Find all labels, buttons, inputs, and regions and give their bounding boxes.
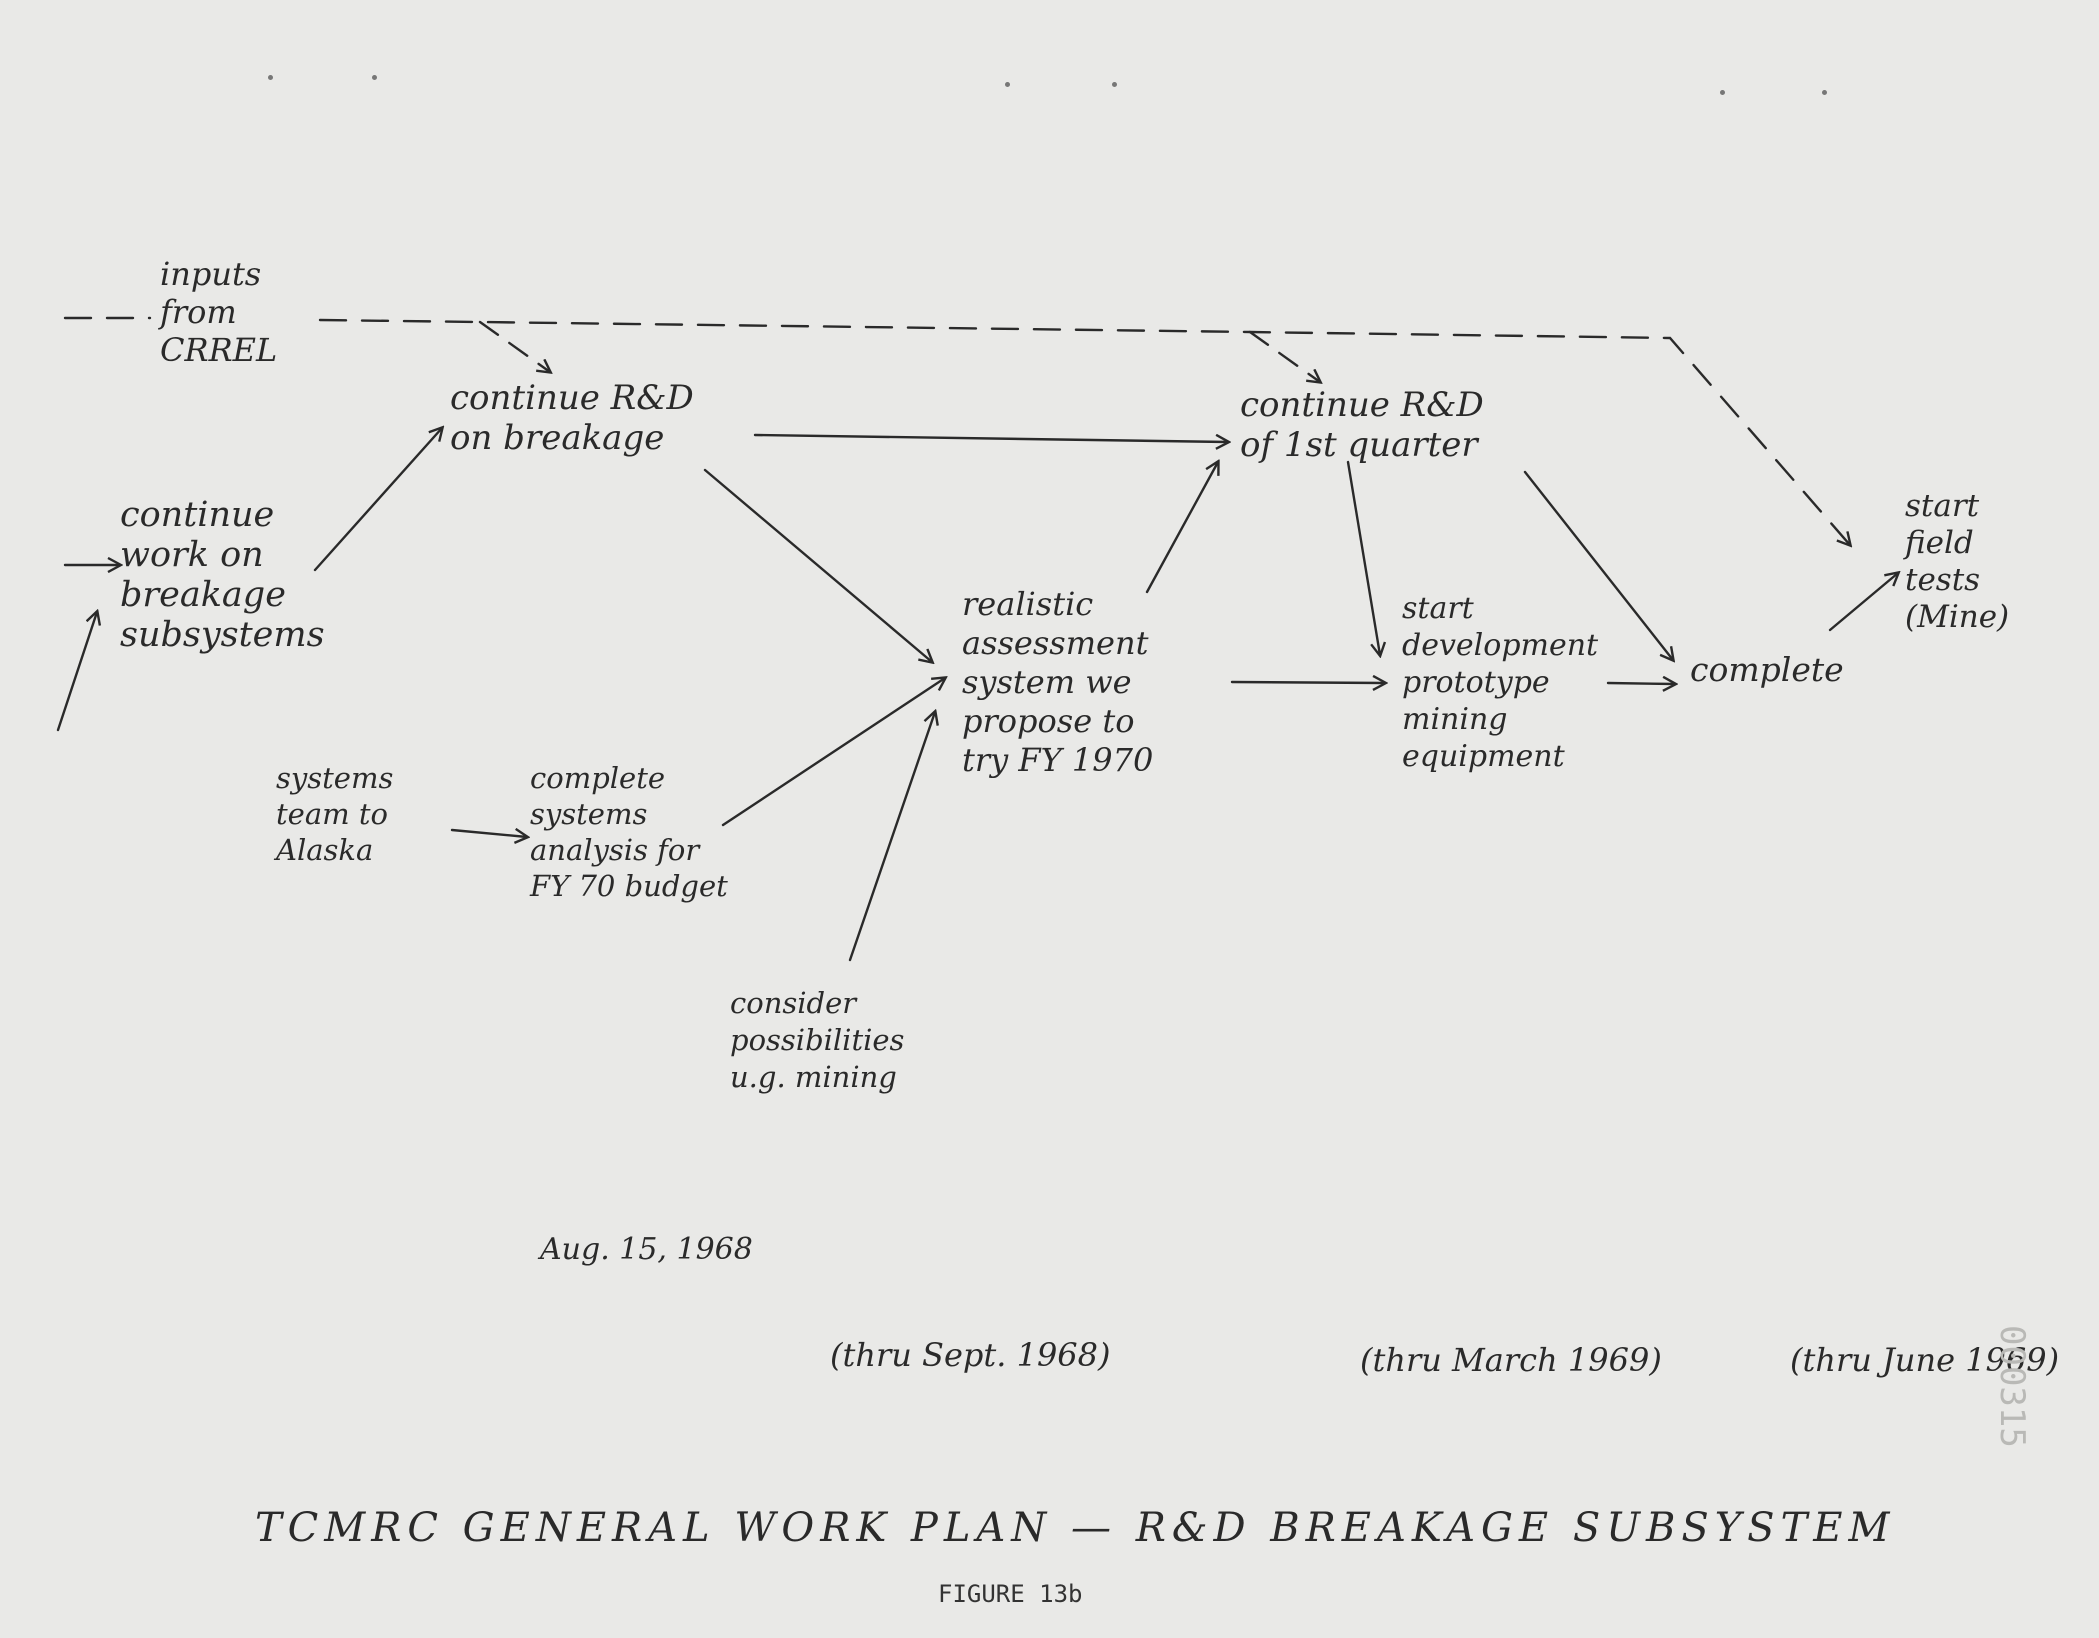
node-line: continue R&D xyxy=(450,378,694,418)
node-line: complete xyxy=(530,761,666,795)
edge-crrel-dashed-main xyxy=(63,316,1850,545)
page-title: TCMRC GENERAL WORK PLAN — R&D BREAKAGE S… xyxy=(255,1505,1896,1551)
node-line: from xyxy=(160,293,237,331)
node-line: mining xyxy=(1402,702,1508,737)
node-consider-possibilities: consider possibilities u.g. mining xyxy=(730,985,904,1096)
period-label: (thru March 1969) xyxy=(1360,1341,1662,1379)
node-line: (Mine) xyxy=(1905,599,2010,635)
node-line: start xyxy=(1402,591,1474,626)
node-line: on breakage xyxy=(450,418,665,458)
node-realistic-assessment: realistic assessment system we propose t… xyxy=(962,585,1153,780)
punch-mark xyxy=(1005,82,1010,87)
node-systems-team-to-alaska: systems team to Alaska xyxy=(276,760,393,868)
node-line: of 1st quarter xyxy=(1240,425,1478,465)
node-line: consider xyxy=(730,986,857,1020)
punch-mark xyxy=(268,75,273,80)
node-line: breakage xyxy=(120,575,286,615)
node-line: subsystems xyxy=(120,615,325,655)
node-complete: complete xyxy=(1690,650,1844,690)
node-line: systems xyxy=(276,761,394,795)
punch-mark xyxy=(1720,90,1725,95)
punch-mark xyxy=(1112,82,1117,87)
node-complete-systems-analysis: complete systems analysis for FY 70 budg… xyxy=(530,760,728,904)
node-line: realistic xyxy=(962,585,1094,623)
node-line: continue xyxy=(120,495,275,535)
edge-rd-1st-to-complete xyxy=(1523,470,1673,660)
node-continue-rd-on-breakage: continue R&D on breakage xyxy=(450,378,694,458)
node-start-development-prototype: start development prototype mining equip… xyxy=(1402,590,1598,775)
node-line: team to xyxy=(276,797,388,831)
node-line: u.g. mining xyxy=(730,1060,897,1094)
node-line: propose to xyxy=(962,702,1135,740)
archive-stamp-number: 000315 xyxy=(1992,1325,2032,1448)
period-label: (thru June 1969) xyxy=(1790,1341,2060,1379)
node-line: system we xyxy=(962,663,1132,701)
edge-rd-1st-to-development xyxy=(1346,460,1380,655)
edge-rd-breakage-to-assessment xyxy=(703,468,932,662)
node-line: prototype xyxy=(1402,665,1550,700)
edge-assessment-to-rd-1st xyxy=(1145,462,1218,594)
edge-assessment-to-development xyxy=(1230,682,1385,683)
node-line: FY 70 budget xyxy=(530,869,728,903)
node-line: assessment xyxy=(962,624,1149,662)
node-line: continue R&D xyxy=(1240,385,1484,425)
node-line: analysis for xyxy=(530,833,700,867)
node-line: equipment xyxy=(1402,739,1565,774)
node-line: inputs xyxy=(160,255,262,293)
punch-mark xyxy=(372,75,377,80)
node-line: complete xyxy=(1690,650,1844,689)
edge-complete-systems-to-assessment xyxy=(721,678,945,827)
edge-systems-team-to-complete-systems xyxy=(450,830,527,837)
edge-complete-to-field-tests xyxy=(1828,573,1898,632)
figure-caption: FIGURE 13b xyxy=(938,1580,1083,1608)
edge-crrel-to-rd-1st xyxy=(1248,330,1320,382)
edge-rd-breakage-to-rd-1st xyxy=(753,433,1228,442)
edge-work-to-rd-breakage xyxy=(313,428,442,572)
node-continue-rd-of-1st-quarter: continue R&D of 1st quarter xyxy=(1240,385,1484,465)
edge-consider-to-assessment xyxy=(848,712,935,962)
node-line: start xyxy=(1905,488,1980,524)
node-line: field xyxy=(1905,525,1974,561)
node-line: systems xyxy=(530,797,648,831)
period-label: (thru Sept. 1968) xyxy=(830,1336,1111,1374)
edge-left-up-work xyxy=(56,612,97,732)
node-line: development xyxy=(1402,628,1599,663)
node-line: CRREL xyxy=(160,331,278,369)
node-line: try FY 1970 xyxy=(962,741,1154,779)
date-label: Aug. 15, 1968 xyxy=(540,1232,753,1267)
node-line: possibilities xyxy=(730,1023,905,1057)
node-start-field-tests: start field tests (Mine) xyxy=(1905,488,2009,636)
node-line: work on xyxy=(120,535,264,575)
node-line: Alaska xyxy=(276,833,374,867)
edge-development-to-complete xyxy=(1606,683,1675,684)
node-continue-work-on-breakage-subsystems: continue work on breakage subsystems xyxy=(120,495,325,655)
node-inputs-from-crrel: inputs from CRREL xyxy=(160,255,277,369)
punch-mark xyxy=(1822,90,1827,95)
edge-crrel-to-rd-breakage xyxy=(478,320,550,372)
node-line: tests xyxy=(1905,562,1981,598)
